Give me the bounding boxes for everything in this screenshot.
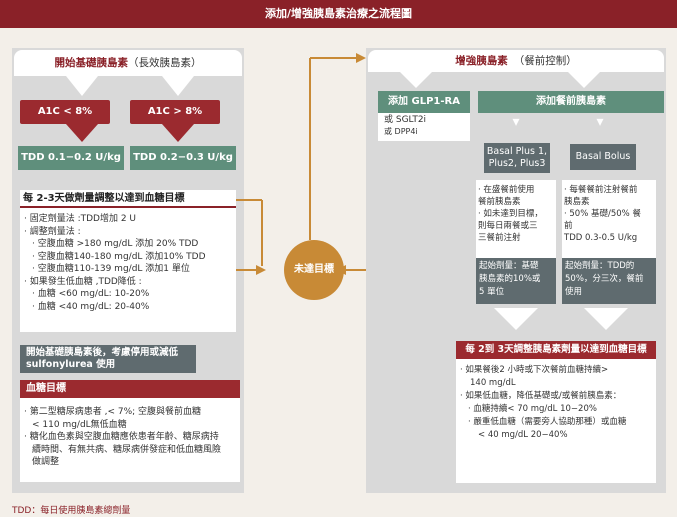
list-item: · 在盛餐前使用: [478, 185, 535, 195]
right-merge-arrows: [494, 308, 628, 330]
arrow-down-plus: ▾: [512, 114, 520, 130]
list-item: 三餐前注射: [478, 233, 521, 243]
left-adjust-list: · 固定劑量法 :TDD增加 2 U · 調整劑量法 : · 空腹血糖 >180…: [24, 213, 236, 313]
footnote: TDD：每日使用胰島素總劑量: [12, 506, 131, 516]
left-header-sub: （長效胰島素）: [128, 57, 202, 69]
list-item: · 第二型糖尿病患者 ,< 7%; 空腹與餐前血糖: [24, 407, 202, 417]
right-adjust-title: 每 2到 3天調整胰島素劑量以達到血糖目標: [456, 341, 656, 359]
list-item: · 空腹血糖110-139 mg/dL 添加1 單位: [32, 264, 190, 274]
list-item: · 糖化血色素與空腹血糖應依患者年齡、糖尿病持: [24, 432, 219, 442]
target-list: · 第二型糖尿病患者 ,< 7%; 空腹與餐前血糖 < 110 mg/dL無低血…: [24, 406, 238, 469]
list-item: 前: [564, 221, 573, 231]
list-item: < 110 mg/dL無低血糖: [32, 419, 127, 430]
goal-not-met-circle: 未達目標: [284, 240, 344, 300]
list-item: · 空腹血糖140-180 mg/dL 添加10% TDD: [32, 251, 206, 262]
right-header-main: 增強胰島素: [455, 55, 508, 67]
left-adjust-title: 每 2-3天做劑量調整以達到血糖目標: [20, 190, 236, 208]
a1c-arrows: [66, 124, 194, 142]
basal-plus-start: 起始劑量：基礎 胰島素的10%或 5 單位: [476, 258, 556, 304]
list-item: · 如果餐後2 小時或下次餐前血糖持續>: [460, 365, 609, 375]
list-item: 胰島素: [564, 197, 590, 207]
list-item: 140 mg/dL: [470, 378, 516, 388]
list-item: · 固定劑量法 :TDD增加 2 U: [24, 214, 137, 224]
list-item: 餐前胰島素: [478, 197, 521, 207]
list-item: 續時間、有無共病、糖尿病併發症和低血糖風險: [32, 444, 222, 455]
page-title: 添加/增強胰島素治療之流程圖: [0, 0, 677, 28]
add-glp1-box: 添加 GLP1-RA: [378, 91, 470, 113]
list-item: · 50% 基礎/50% 餐: [564, 209, 641, 219]
list-item: TDD 0.3-0.5 U/kg: [564, 233, 638, 243]
arrow-down-bolus: ▾: [596, 114, 604, 130]
list-item: · 每餐餐前注射餐前: [564, 185, 638, 195]
left-adjust-box: [20, 190, 236, 332]
basal-bolus-start: 起始劑量：TDD的 50%，分三次，餐前 使用: [562, 258, 656, 304]
basal-plus-box: Basal Plus 1, Plus2, Plus3: [484, 143, 550, 173]
basal-plus-desc: · 在盛餐前使用 餐前胰島素 · 如未達到目標， 則每日兩餐或三 三餐前注射: [476, 180, 556, 258]
tdd-high-box: TDD 0.2−0.3 U/kg: [130, 146, 236, 170]
target-title: 血糖目標: [20, 380, 240, 398]
list-item: · 如未達到目標，: [478, 209, 543, 219]
list-item: · 血糖持續< 70 mg/dL 10−20%: [468, 404, 597, 414]
list-item: 則每日兩餐或三: [478, 221, 538, 231]
list-item: · 調整劑量法 :: [24, 226, 81, 237]
list-item: < 40 mg/dL 20−40%: [478, 430, 568, 440]
left-branch-arrows: [66, 76, 194, 96]
left-header-main: 開始基礎胰島素: [54, 57, 129, 69]
right-adjust-list: · 如果餐後2 小時或下次餐前血糖持續> 140 mg/dL · 如果低血糖，降…: [460, 364, 654, 442]
or-sglt2: 或 SGLT2i: [384, 115, 427, 125]
right-header-sub: （餐前控制）: [513, 55, 577, 67]
list-item: · 嚴重低血糖（需要旁人協助那種）或血糖: [468, 417, 627, 427]
basal-bolus-desc: · 每餐餐前注射餐前 胰島素 · 50% 基礎/50% 餐 前 TDD 0.3-…: [562, 180, 656, 258]
add-prandial-box: 添加餐前胰島素: [478, 91, 664, 113]
tdd-low-box: TDD 0.1−0.2 U/kg: [18, 146, 124, 170]
right-adjust-box: [456, 341, 656, 483]
or-dpp4: 或 DPP4i: [384, 127, 418, 136]
list-item: · 血糖 <60 mg/dL: 10-20%: [32, 289, 150, 299]
basal-bolus-box: Basal Bolus: [570, 144, 636, 170]
alt-drugs-box: 或 SGLT2i 或 DPP4i: [378, 113, 470, 141]
a1c-high-tag: A1C > 8%: [130, 100, 220, 124]
left-header: 開始基礎胰島素（長效胰島素）: [14, 50, 242, 76]
list-item: 做調整: [32, 457, 60, 467]
list-item: · 空腹血糖 >180 mg/dL 添加 20% TDD: [32, 239, 199, 249]
a1c-low-tag: A1C < 8%: [20, 100, 110, 124]
list-item: · 如果發生低血糖 ,TDD降低 :: [24, 276, 142, 287]
right-header: 增強胰島素 （餐前控制）: [368, 50, 664, 72]
right-branch-arrows: [400, 72, 600, 88]
list-item: · 如果低血糖，降低基礎或/或餐前胰島素：: [460, 391, 622, 401]
sulfonylurea-note: 開始基礎胰島素後，考慮停用或減低 sulfonylurea 使用: [20, 345, 196, 373]
list-item: · 血糖 <40 mg/dL: 20-40%: [32, 301, 150, 312]
